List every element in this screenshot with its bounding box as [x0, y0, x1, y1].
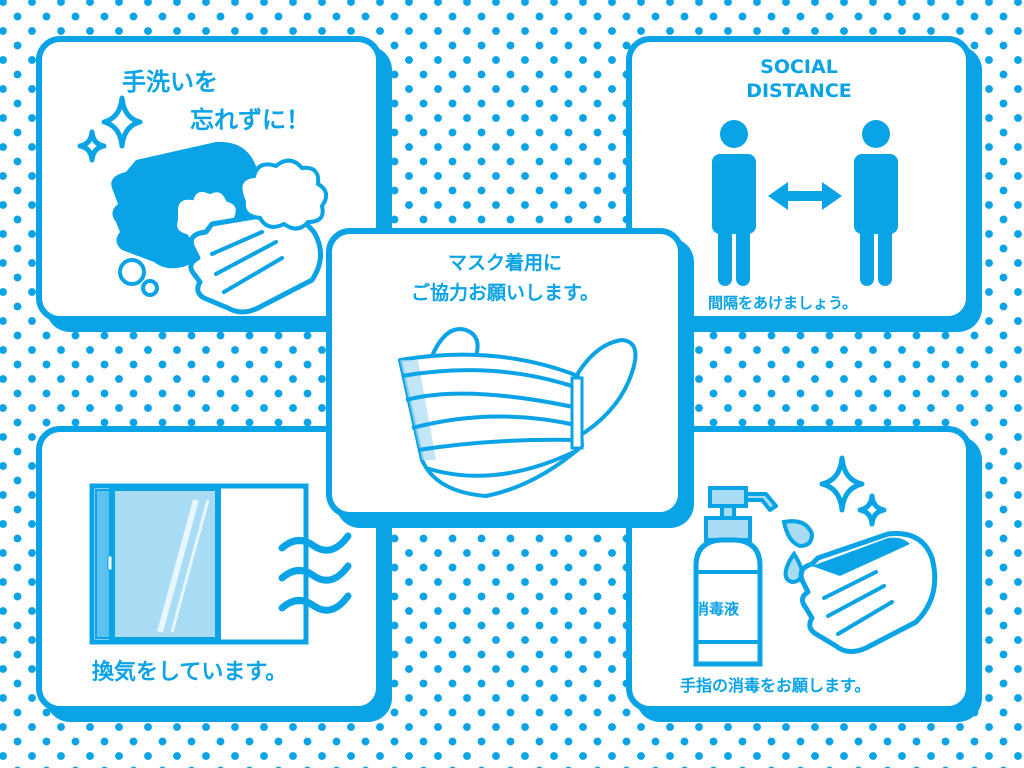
airflow-icon [278, 532, 352, 554]
card-handwash: 手洗いを 忘れずに！ [36, 36, 382, 322]
washing-hands-icon [77, 95, 329, 315]
airflow-icon [278, 592, 352, 614]
mask-title-line1: マスク着用に [447, 252, 562, 274]
airflow-icon [278, 562, 352, 584]
two-people-distance-icon [712, 120, 898, 286]
open-window-icon [89, 483, 352, 645]
bottle-label: 消毒液 [694, 600, 740, 618]
card-mask: マスク着用に ご協力お願いします。 [326, 228, 684, 518]
ventilation-caption: 換気をしています。 [92, 660, 288, 685]
person-icon [862, 120, 890, 148]
bubble-icon [118, 258, 146, 286]
sparkle-icon [857, 493, 887, 527]
mask-title-line2: ご協力お願いします。 [410, 282, 600, 304]
handwash-title-line2: 忘れずに！ [190, 106, 310, 134]
sparkle-icon [819, 455, 865, 513]
social-distance-heading-line2: DISTANCE [746, 80, 852, 102]
card-ventilation: 換気をしています。 [36, 426, 382, 712]
handwash-title-line1: 手洗いを [122, 68, 218, 96]
sanitizer-and-hand-icon [693, 455, 938, 667]
social-distance-heading-line1: SOCIAL [760, 56, 838, 78]
sparkle-icon [101, 95, 143, 149]
social-distance-caption: 間隔をあけましょう。 [708, 294, 858, 312]
droplet-icon [781, 519, 815, 549]
person-icon [720, 120, 748, 148]
sparkle-icon [77, 129, 107, 163]
bubble-icon [141, 279, 159, 297]
surgical-mask-icon [398, 327, 638, 498]
double-arrow-icon [768, 182, 842, 210]
disinfect-caption: 手指の消毒をお願します。 [680, 676, 871, 695]
